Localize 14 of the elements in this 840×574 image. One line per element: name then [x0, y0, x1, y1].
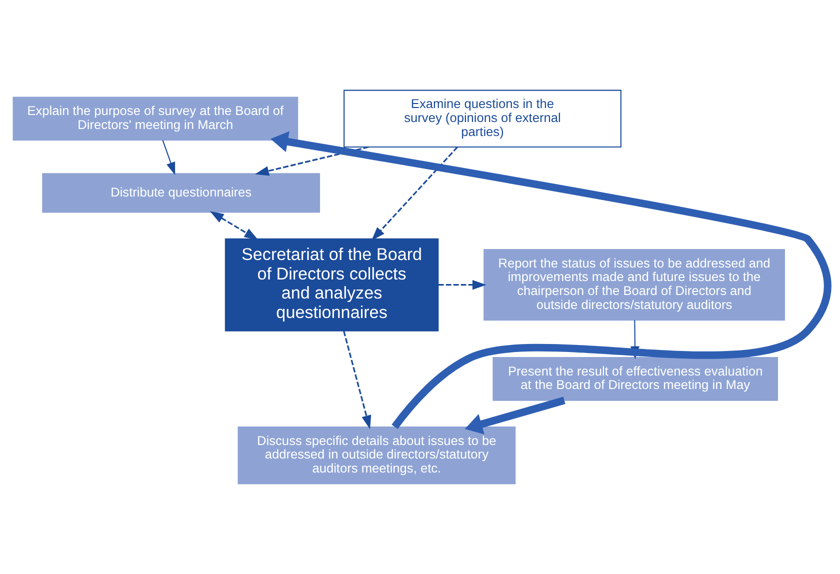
arrow	[270, 131, 831, 430]
arrow	[209, 211, 258, 240]
node-box: Explain the purpose of survey at the Board of Directors' meeting in March	[12, 96, 298, 141]
arrow	[162, 140, 175, 176]
node-box: Present the result of effectiveness evaluation at the Board of Directors meeting in May	[492, 357, 778, 401]
node-box: Secretariat of the Board of Directors collects and analyzes questionnaires	[224, 238, 438, 332]
node-box: Examine questions in the survey (opinions of external parties)	[343, 90, 621, 148]
node-box: Distribute questionnaires	[42, 173, 320, 213]
arrow	[438, 280, 486, 290]
node-box: Report the status of issues to be addressed and improvements made and future issues to the chairperson of the Board of Directors and outside directors/statutory auditors	[483, 249, 784, 321]
node-box: Discuss specific details about issues to be addressed in outside directors/statutory auditors meetings, etc.	[237, 426, 516, 484]
arrow	[370, 146, 458, 241]
arrow	[342, 330, 371, 430]
arrow	[254, 146, 368, 176]
